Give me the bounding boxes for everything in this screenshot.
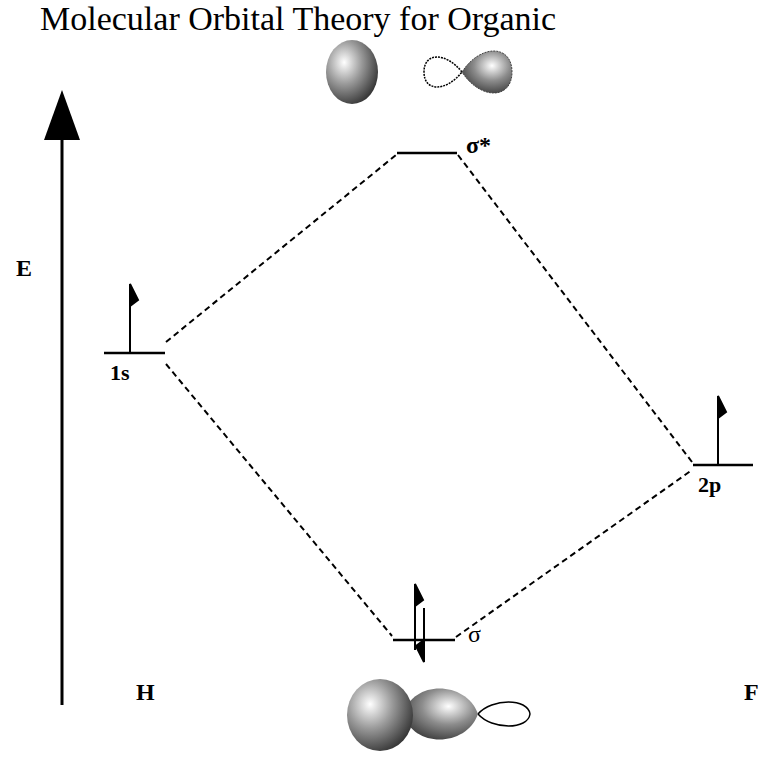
energy-levels bbox=[104, 153, 753, 640]
correlation-lines bbox=[166, 155, 692, 637]
energy-axis bbox=[44, 90, 80, 705]
axis-label: E bbox=[16, 256, 32, 280]
orbital-label: 1s bbox=[110, 362, 130, 384]
atom-label: H bbox=[136, 680, 155, 704]
orbital-label: σ bbox=[468, 622, 481, 646]
electron-arrows bbox=[130, 284, 726, 662]
atom-label: F bbox=[744, 680, 759, 704]
bonding-orbital bbox=[347, 679, 530, 751]
orbital-label: σ* bbox=[466, 133, 491, 157]
orbital-label: 2p bbox=[698, 474, 721, 496]
antibonding-orbital bbox=[326, 40, 512, 104]
page-title: Molecular Orbital Theory for Organic bbox=[40, 2, 556, 36]
